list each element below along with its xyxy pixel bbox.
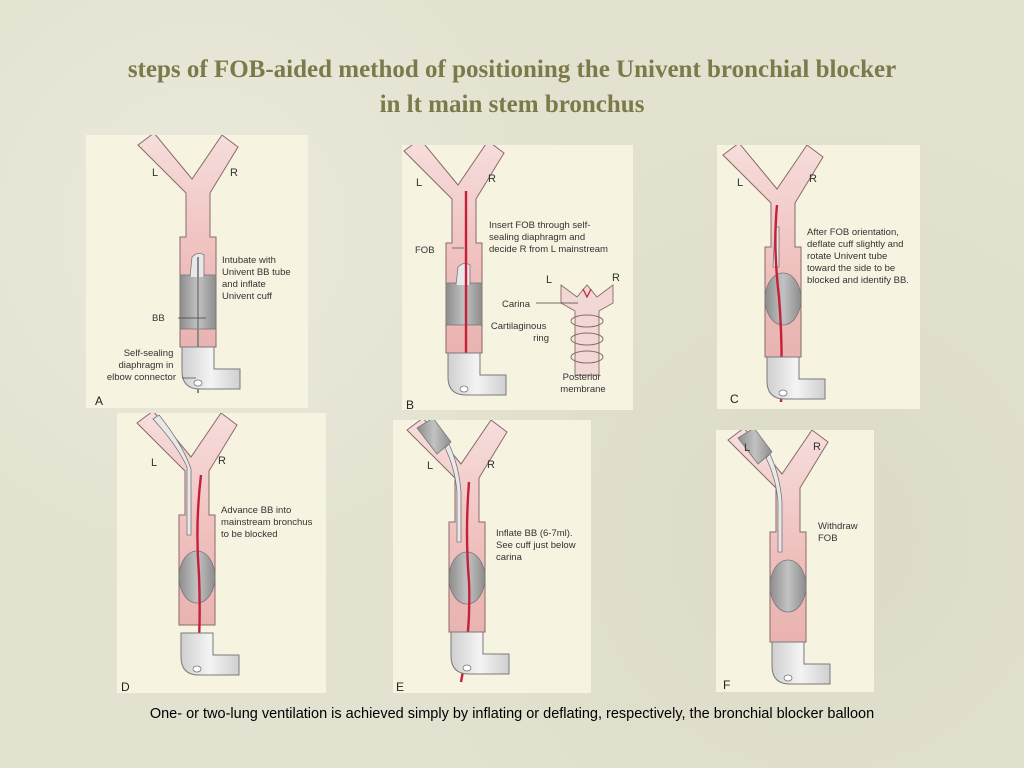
title-line-1: steps of FOB-aided method of positioning… [127, 56, 897, 83]
panel-e-instruction: Inflate BB (6-7ml). See cuff just below … [496, 528, 578, 563]
fob-label: FOB [415, 245, 435, 256]
panel-f-instruction: Withdraw FOB [818, 521, 860, 544]
carina-l-label: L [546, 274, 552, 286]
panel-c: L R After FOB orientation, deflate cuff … [717, 145, 920, 409]
bb-label: BB [152, 313, 165, 324]
panel-c-drawing: L R After FOB orientation, deflate cuff … [722, 145, 909, 406]
panel-c-r-label: R [809, 173, 817, 185]
panel-a: L R Intubate with Univent BB tube and in… [86, 135, 308, 408]
panel-f-airway [727, 430, 831, 685]
panel-a-instruction: Intubate with Univent BB tube and inflat… [222, 255, 293, 302]
panel-c-l-label: L [737, 177, 743, 189]
diaphragm-label: Self-sealing diaphragm in elbow connecto… [107, 348, 176, 383]
panel-b-airway [403, 145, 507, 396]
title-line-2: in lt main stem bronchus [379, 91, 645, 118]
panel-d: L R Advance BB into mainstream bronchus … [117, 413, 326, 693]
carina-detail [560, 284, 614, 376]
panel-a-airway [137, 135, 241, 393]
panel-c-instruction: After FOB orientation, deflate cuff slig… [807, 227, 909, 286]
carina-label: Carina [502, 299, 531, 310]
panel-e-r-label: R [487, 459, 495, 471]
panel-d-letter: D [121, 680, 130, 693]
panel-a-l-label: L [152, 167, 158, 179]
panel-e-drawing: L R Inflate BB (6-7ml). See cuff just be… [396, 420, 578, 693]
panel-d-r-label: R [218, 455, 226, 467]
panel-f-l-label: L [744, 442, 750, 454]
panel-f-drawing: L R Withdraw FOB F [723, 430, 860, 692]
panel-b-letter: B [406, 398, 414, 410]
panel-b-l-label: L [416, 177, 422, 189]
panel-f-letter: F [723, 678, 730, 692]
panel-a-drawing: L R Intubate with Univent BB tube and in… [95, 135, 293, 408]
panel-d-airway [136, 413, 240, 676]
panel-d-instruction: Advance BB into mainstream bronchus to b… [221, 505, 315, 540]
panel-e-airway [406, 420, 510, 683]
panel-b-drawing: L R L R Insert FOB through self- sealing… [403, 145, 620, 410]
panel-b-instruction: Insert FOB through self- sealing diaphra… [489, 220, 608, 255]
slide-title: steps of FOB-aided method of positioning… [0, 52, 1024, 122]
posterior-membrane-label: Posterior membrane [560, 372, 605, 395]
panel-c-airway [722, 145, 826, 403]
panel-b: L R L R Insert FOB through self- sealing… [402, 145, 633, 410]
slide-caption: One- or two-lung ventilation is achieved… [149, 706, 875, 722]
panel-b-r-label: R [488, 173, 496, 185]
cartilaginous-ring-label: Cartilaginous ring [491, 321, 549, 344]
panel-d-l-label: L [151, 457, 157, 469]
panel-d-drawing: L R Advance BB into mainstream bronchus … [121, 413, 315, 693]
panel-f: L R Withdraw FOB F [716, 430, 874, 692]
panel-c-letter: C [730, 392, 739, 406]
panel-e-l-label: L [427, 460, 433, 472]
panel-a-letter: A [95, 394, 103, 408]
panel-f-r-label: R [813, 441, 821, 453]
panel-a-r-label: R [230, 167, 238, 179]
carina-r-label: R [612, 272, 620, 284]
panel-e-letter: E [396, 680, 404, 693]
panel-e: L R Inflate BB (6-7ml). See cuff just be… [393, 420, 591, 693]
